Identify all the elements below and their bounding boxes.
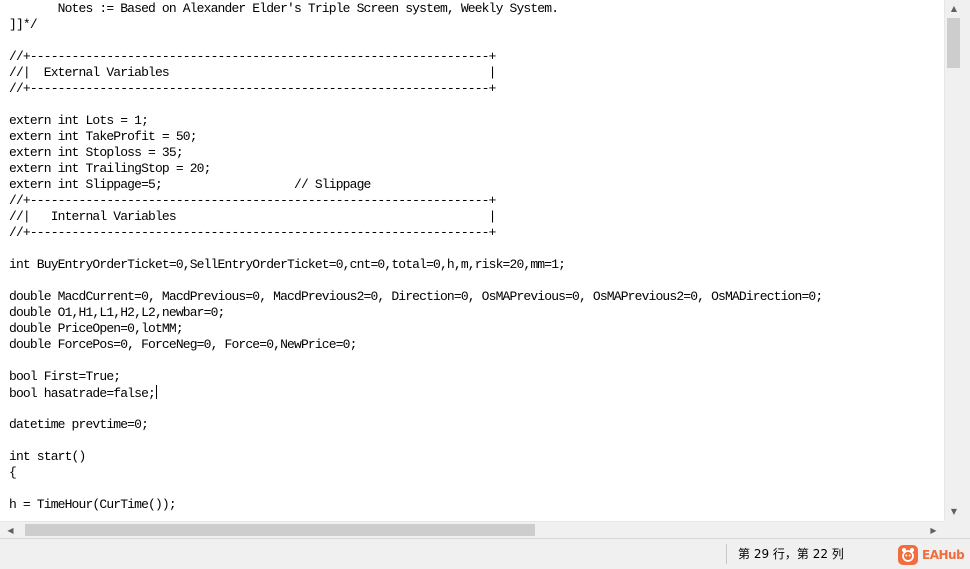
code-line: int start() — [9, 449, 86, 464]
horizontal-scrollbar[interactable]: ◀ ▶ — [0, 521, 944, 539]
code-line: extern int Slippage=5; // Slippage — [9, 177, 371, 192]
text-caret — [155, 385, 157, 399]
code-line: double ForcePos=0, ForceNeg=0, Force=0,N… — [9, 337, 357, 352]
code-line: extern int TakeProfit = 50; — [9, 129, 198, 144]
code-line: //+-------------------------------------… — [9, 193, 496, 208]
watermark-brand: EAHub — [922, 548, 965, 562]
code-line: h = TimeHour(CurTime()); — [9, 497, 177, 512]
code-line: ]]*/ — [9, 17, 38, 32]
eahub-logo-icon — [898, 545, 918, 565]
scroll-up-arrow-icon[interactable]: ▲ — [950, 4, 958, 13]
scroll-right-arrow-icon[interactable]: ▶ — [930, 526, 937, 535]
scroll-down-arrow-icon[interactable]: ▼ — [950, 507, 958, 516]
code-line: //| Internal Variables | — [9, 209, 496, 224]
scrollbar-corner — [944, 521, 962, 538]
code-line: //+-------------------------------------… — [9, 49, 496, 64]
code-line: bool hasatrade=false; — [9, 385, 157, 401]
code-line: //+-------------------------------------… — [9, 225, 496, 240]
code-line: double PriceOpen=0,lotMM; — [9, 321, 184, 336]
code-line: bool First=True; — [9, 369, 121, 384]
status-separator — [726, 544, 727, 564]
code-line: datetime prevtime=0; — [9, 417, 149, 432]
horizontal-scroll-thumb[interactable] — [25, 524, 535, 536]
code-line: double O1,H1,L1,H2,L2,newbar=0; — [9, 305, 225, 320]
text-editor-area[interactable]: Notes := Based on Alexander Elder's Trip… — [0, 0, 944, 521]
code-line: //+-------------------------------------… — [9, 81, 496, 96]
code-line: extern int Lots = 1; — [9, 113, 149, 128]
code-line: extern int Stoploss = 35; — [9, 145, 184, 160]
cursor-position: 第 29 行，第 22 列 — [738, 547, 844, 561]
vertical-scroll-thumb[interactable] — [947, 18, 960, 68]
code-line: double MacdCurrent=0, MacdPrevious=0, Ma… — [9, 289, 823, 304]
code-line: { — [9, 465, 17, 480]
window-edge — [962, 0, 970, 568]
code-line: int BuyEntryOrderTicket=0,SellEntryOrder… — [9, 257, 566, 272]
code-line: //| External Variables | — [9, 65, 496, 80]
code-line: extern int TrailingStop = 20; — [9, 161, 211, 176]
code-line: Notes := Based on Alexander Elder's Trip… — [9, 1, 559, 16]
status-bar: 第 29 行，第 22 列 EAHub — [0, 538, 970, 569]
vertical-scrollbar[interactable]: ▲ ▼ — [944, 0, 963, 521]
scroll-left-arrow-icon[interactable]: ◀ — [7, 526, 14, 535]
